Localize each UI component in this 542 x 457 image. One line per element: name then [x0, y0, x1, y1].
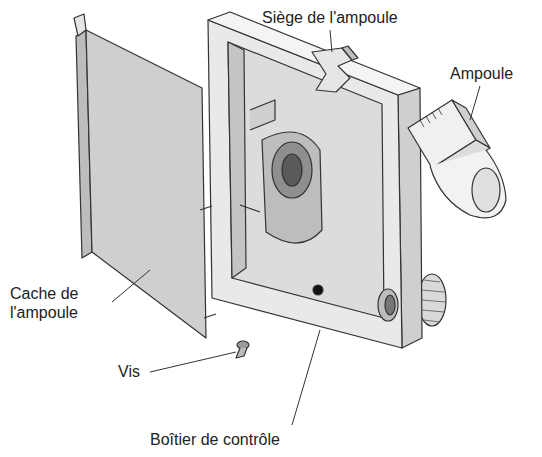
part-label: Boîtier de contrôle	[150, 430, 280, 449]
part-label: Vis	[118, 362, 140, 381]
part-label: Cache de l'ampoule	[10, 284, 110, 322]
leader-lines	[112, 30, 480, 425]
bulb	[408, 100, 506, 218]
bulb-seat	[312, 48, 352, 92]
part-label: Siège de l'ampoule	[262, 8, 398, 27]
part-label: Ampoule	[450, 64, 513, 83]
bulb-cover	[86, 30, 206, 338]
bulb-cavity	[262, 132, 322, 243]
screw	[236, 341, 249, 358]
housing-recess	[228, 42, 384, 318]
